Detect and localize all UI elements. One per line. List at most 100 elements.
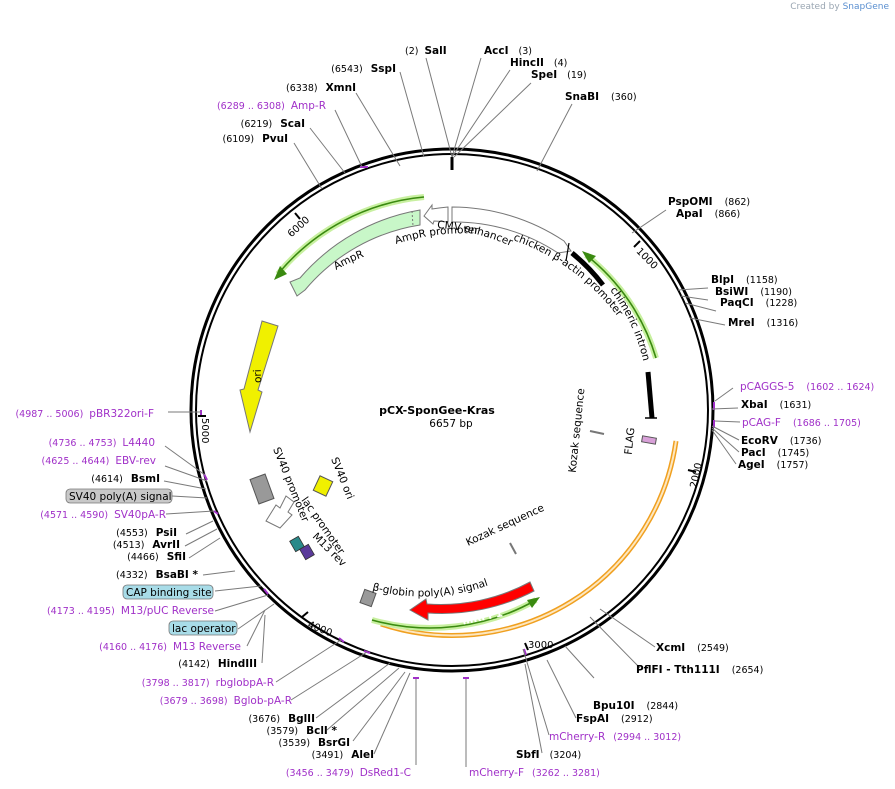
enzyme-paqci: PaqCI(1228) xyxy=(720,297,797,309)
primer-pcaggs-5-range: (1602 .. 1624) xyxy=(806,382,874,393)
left-enzyme-labels: (6543)SspI (6338) XmnI (6219) ScaI (6109) P… xyxy=(91,63,396,761)
ampr-feature xyxy=(289,209,421,297)
primer-pcaggs-5-name: pCAGGS-5 xyxy=(740,381,794,393)
enzyme-sspi-pos: (6543) xyxy=(331,64,363,75)
enzyme-sfii-pos: (4466) xyxy=(127,552,159,563)
primer-ebv-rev: (4625 .. 4644)EBV-rev xyxy=(42,455,157,467)
primer-m13-puc-reverse-range: (4173 .. 4195) xyxy=(47,606,115,617)
primer-l4440: (4736 .. 4753)L4440 xyxy=(49,437,155,449)
sv40-polya-label: SV40 poly(A) signal xyxy=(69,491,172,503)
enzyme-paci: PacI (1745) xyxy=(741,447,809,459)
tick-3000-mark xyxy=(524,642,529,651)
right-enzyme-labels: (2)SalI AccI(3) HincII(4) SpeI(19) SnaBI… xyxy=(405,45,821,761)
intron-green-arrowhead xyxy=(582,251,596,263)
primer-ebv-rev-range: (4625 .. 4644) xyxy=(42,456,110,467)
enzyme-blpi-pos: (1158) xyxy=(746,275,778,286)
lac-promoter-arrow xyxy=(265,495,295,529)
enzyme-sspi: (6543)SspI xyxy=(331,63,396,75)
ori-feature xyxy=(239,320,279,434)
primer-amp-r: (6289 .. 6308)Amp-R xyxy=(217,100,326,112)
enzyme-ecorv-pos: (1736) xyxy=(790,436,822,447)
kozak2-mark xyxy=(509,542,517,555)
enzyme-pflfi: PflFI - Tth111I(2654) xyxy=(636,664,763,676)
enzyme-xbai-name: XbaI xyxy=(741,399,768,411)
enzyme-apai-pos: (866) xyxy=(715,209,741,220)
mrfp-green-arrowhead xyxy=(527,597,540,608)
primer-mcherry-r-name: mCherry-R xyxy=(549,731,605,743)
enzyme-sali-pos: (2) xyxy=(405,46,418,57)
exon-black-segment xyxy=(645,371,655,419)
primer-m13-reverse-range: (4160 .. 4176) xyxy=(99,642,167,653)
snapgene-credit: Created by SnapGene xyxy=(790,2,889,12)
enzyme-mrei-name: MreI xyxy=(728,317,755,329)
primer-mark-mcherry-r xyxy=(523,648,527,656)
enzyme-spei: SpeI(19) xyxy=(531,69,587,81)
primer-sv40pa-r-range: (4571 .. 4590) xyxy=(40,510,108,521)
primer-bglob-pa-r-range: (3679 .. 3698) xyxy=(160,696,228,707)
primer-l4440-name: L4440 xyxy=(122,437,155,449)
enzyme-bsiwi-name: BsiWI xyxy=(715,286,748,298)
primer-pbr322ori-f-range: (4987 .. 5006) xyxy=(15,409,83,420)
enzyme-psii-pos: (4553) xyxy=(116,528,148,539)
enzyme-xmni-pos: (6338) xyxy=(286,83,318,94)
enzyme-xcmi-pos: (2549) xyxy=(697,643,729,654)
enzyme-avrii-pos: (4513) xyxy=(113,540,145,551)
enzyme-bpu10i-name: Bpu10I xyxy=(593,700,635,712)
plasmid-length: 6657 bp xyxy=(429,418,473,430)
enzyme-xmni-name: XmnI xyxy=(326,82,356,94)
leader-lines-right xyxy=(425,57,741,767)
primer-mark-rbglob xyxy=(338,637,345,643)
enzyme-snabi-name: SnaBI xyxy=(565,91,599,103)
enzyme-agei-name: AgeI xyxy=(738,459,765,471)
enzyme-fspai-pos: (2912) xyxy=(621,714,653,725)
enzyme-paqci-pos: (1228) xyxy=(766,298,798,309)
primer-pcaggs-5: pCAGGS-5 (1602 .. 1624) xyxy=(740,381,874,393)
enzyme-scai-name: ScaI xyxy=(280,118,305,130)
primer-mark-sv40pa xyxy=(213,510,219,515)
primer-m13-reverse-name: M13 Reverse xyxy=(173,641,241,653)
enzyme-bcli: (3579)BclI * xyxy=(267,725,338,737)
sv40-promoter-block xyxy=(249,473,275,505)
tick-4000-mark xyxy=(301,611,309,618)
enzyme-mrei-pos: (1316) xyxy=(767,318,799,329)
enzyme-fspai-name: FspAI xyxy=(576,713,609,725)
ampr-green-arrowhead xyxy=(274,266,287,280)
cap-binding-box xyxy=(122,584,214,600)
boxed-feature-labels: SV40 poly(A) signal CAP binding site lac… xyxy=(65,488,238,636)
enzyme-hindiii-name: HindIII xyxy=(218,658,257,670)
enzyme-bglii-name: BglII xyxy=(288,713,315,725)
primer-labels: (6289 .. 6308)Amp-R (4987 .. 5006)pBR322… xyxy=(15,100,874,779)
tick-1000-label: 1000 xyxy=(634,246,660,272)
m13-rev-block xyxy=(299,543,315,561)
enzyme-xbai: XbaI (1631) xyxy=(741,399,811,411)
enzyme-avrii: (4513) AvrII xyxy=(113,539,180,551)
enzyme-snabi: SnaBI (360) xyxy=(565,91,637,103)
bglobin-polya-block xyxy=(359,588,377,608)
tick-2000-mark xyxy=(687,469,697,473)
enzyme-bsabi-pos: (4332) xyxy=(116,570,148,581)
primer-mcherry-f: mCherry-F(3262 .. 3281) xyxy=(469,767,600,779)
enzyme-paci-pos: (1745) xyxy=(778,448,810,459)
enzyme-pspomi-name: PspOMI xyxy=(668,196,713,208)
enzyme-sfii: (4466)SfiI xyxy=(127,551,186,563)
enzyme-paci-name: PacI xyxy=(741,447,766,459)
primer-sv40pa-r-name: SV40pA-R xyxy=(114,509,166,521)
enzyme-agei-pos: (1757) xyxy=(777,460,809,471)
enzyme-avrii-name: AvrII xyxy=(152,539,180,551)
enzyme-xbai-pos: (1631) xyxy=(780,400,812,411)
enzyme-pvui-pos: (6109) xyxy=(222,134,254,145)
sv40-ori-label: SV40 ori xyxy=(328,456,356,501)
tick-3000-label: 3000 xyxy=(528,640,553,651)
enzyme-bsmi-pos: (4614) xyxy=(91,474,123,485)
enzyme-ecorv: EcoRV(1736) xyxy=(741,435,821,447)
enzyme-scai-pos: (6219) xyxy=(241,119,273,130)
enzyme-snabi-pos: (360) xyxy=(611,92,637,103)
enzyme-pvui-name: PvuI xyxy=(262,133,288,145)
enzyme-bsiwi-pos: (1190) xyxy=(760,287,792,298)
credit-prefix: Created by xyxy=(790,2,840,12)
primer-pcag-f: pCAG-F(1686 .. 1705) xyxy=(742,417,861,429)
enzyme-bsrgi-name: BsrGI xyxy=(318,737,350,749)
primer-rbglobpa-r: (3798 .. 3817)rbglobpA-R xyxy=(142,677,274,689)
enzyme-bcli-pos: (3579) xyxy=(267,726,299,737)
